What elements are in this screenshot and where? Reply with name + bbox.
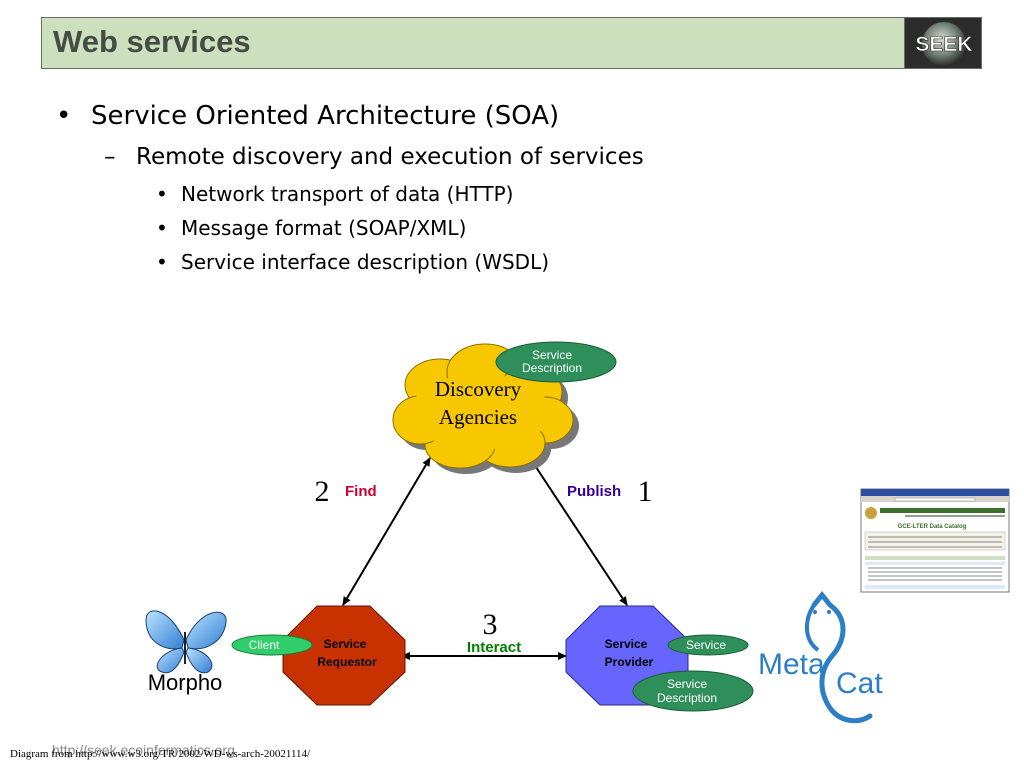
footer-url[interactable]: http://seek.ecoinformatics.org [52, 742, 235, 758]
bullet-text-remote-discovery: Remote discovery and execution of servic… [136, 144, 644, 170]
globe-icon [922, 22, 966, 66]
bullet-marker: • [156, 250, 168, 274]
service-description-top-line2: Description [522, 361, 582, 375]
slide-title: Web services [53, 24, 251, 59]
service-description-oval-top [495, 341, 617, 383]
requestor-line1: Service [324, 637, 367, 651]
bullet-text-http: Network transport of data (HTTP) [181, 182, 514, 206]
bullet-marker: • [56, 101, 72, 131]
bullet-marker: • [156, 216, 168, 240]
client-oval [231, 634, 313, 656]
bullet-level3-item: • Message format (SOAP/XML) [156, 216, 466, 240]
catalog-title: GCE-LTER Data Catalog [898, 524, 967, 530]
requestor-line2: Requestor [317, 655, 377, 669]
publish-step-number: 1 [638, 475, 653, 508]
service-label: Service [686, 638, 726, 652]
provider-line1: Service [605, 637, 648, 651]
agencies-label: Agencies [439, 405, 517, 429]
metacat-logo: Meta Cat [758, 590, 883, 724]
client-label: Client [249, 638, 280, 652]
morpho-label: Morpho [148, 670, 223, 695]
butterfly-icon [145, 610, 227, 674]
service-description-bottom-line1: Service [667, 677, 707, 691]
discovery-label: Discovery [435, 377, 522, 401]
bullet-level3-item: • Service interface description (WSDL) [156, 250, 549, 274]
service-description-top-line1: Service [532, 348, 572, 362]
title-bar: Web services [41, 17, 905, 69]
bullet-text-soa: Service Oriented Architecture (SOA) [91, 101, 560, 131]
metacat-meta-text: Meta [758, 648, 825, 681]
bullet-level3-item: • Network transport of data (HTTP) [156, 182, 513, 206]
seek-logo: SEEK [904, 17, 982, 69]
find-label: Find [345, 483, 377, 500]
provider-line2: Provider [605, 655, 654, 669]
bullet-text-soap: Message format (SOAP/XML) [181, 216, 467, 240]
service-oval [667, 634, 749, 656]
seek-logo-text: SEEK [915, 33, 972, 56]
diagram-source-citation: Diagram from http://www.w3.org/TR/2002/W… [10, 748, 311, 760]
find-step-number: 2 [315, 475, 330, 508]
cloud-core [410, 374, 550, 450]
bullet-marker: – [104, 144, 116, 170]
interact-label: Interact [467, 639, 521, 656]
data-catalog-thumbnail: GCE-LTER Data Catalog [860, 488, 1010, 593]
metacat-cat-text: Cat [836, 667, 883, 700]
bullet-level2: – Remote discovery and execution of serv… [104, 144, 644, 170]
service-description-bottom-line2: Description [657, 691, 717, 705]
interact-step-number: 3 [483, 608, 498, 641]
bullet-level1: • Service Oriented Architecture (SOA) [56, 101, 559, 131]
publish-label: Publish [567, 483, 621, 500]
find-arrow [342, 457, 431, 606]
service-description-oval-bottom [632, 670, 754, 712]
bullet-text-wsdl: Service interface description (WSDL) [181, 250, 550, 274]
bullet-marker: • [156, 182, 168, 206]
publish-arrow [529, 457, 628, 606]
